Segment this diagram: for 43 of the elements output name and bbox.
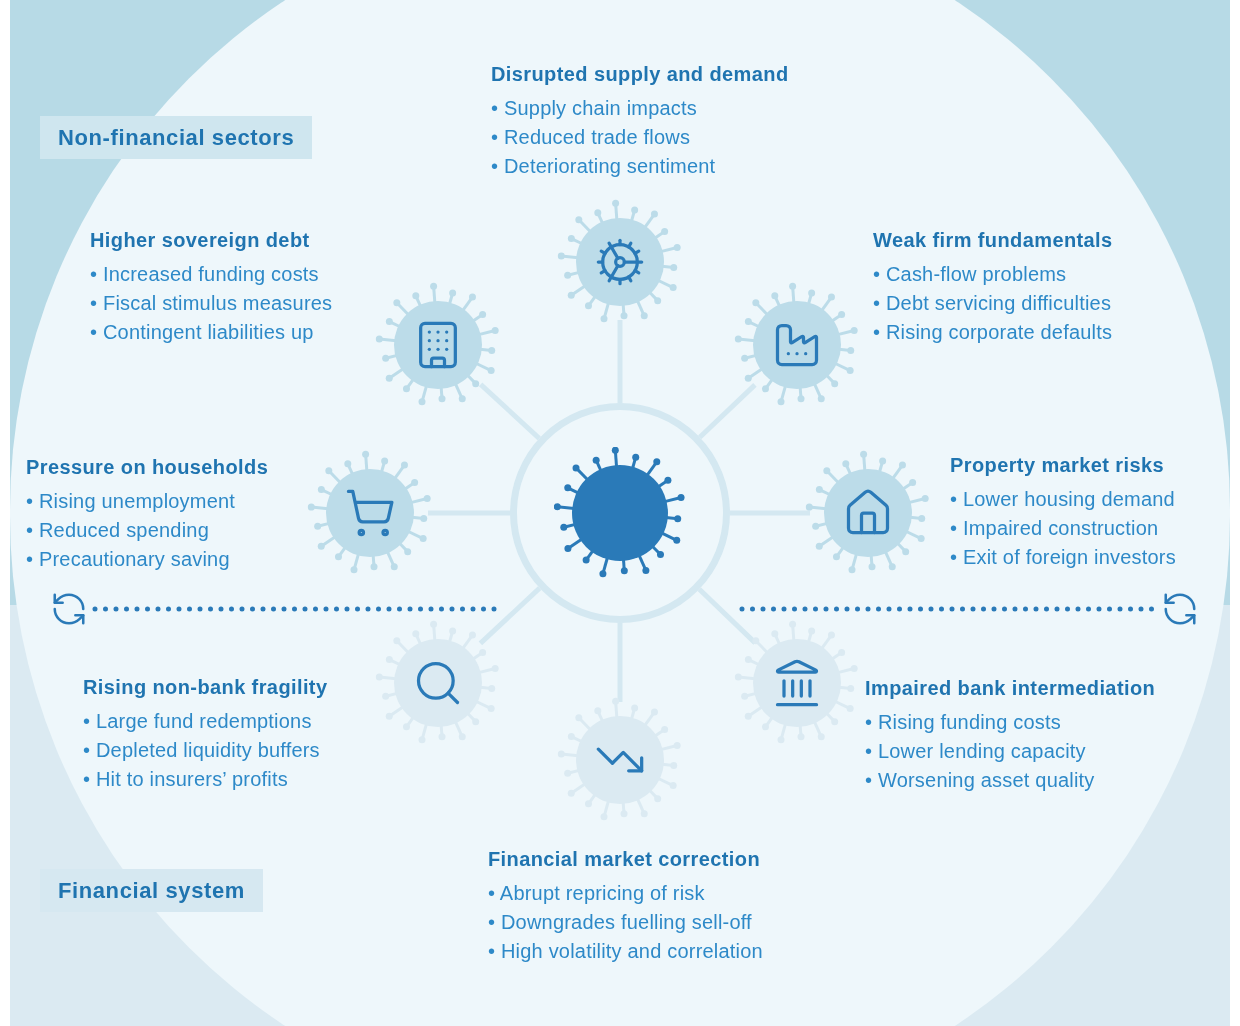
section-heading: Financial market correction <box>488 847 761 872</box>
bullet-item: • Worsening asset quality <box>865 768 1096 793</box>
bullet-item: • Cash-flow problems <box>873 262 1068 287</box>
spoke-line <box>698 383 757 440</box>
bullet-item: • Fiscal stimulus measures <box>90 291 333 316</box>
bullet-item: • Depleted liquidity buffers <box>83 738 321 763</box>
bullet-item: • Lower housing demand <box>950 487 1176 512</box>
spoke-line <box>428 510 510 516</box>
bullet-item: • Impaired construction <box>950 516 1160 541</box>
section-heading: Pressure on households <box>26 455 269 480</box>
spoke-line <box>730 510 810 516</box>
section-heading: Higher sovereign debt <box>90 228 311 253</box>
bullet-item: • Rising unemployment <box>26 489 237 514</box>
bullet-item: • Reduced trade flows <box>491 125 692 150</box>
bullet-item: • Increased funding costs <box>90 262 320 287</box>
bullet-item: • Exit of foreign investors <box>950 545 1176 570</box>
bullet-item: • Hit to insurers’ profits <box>83 767 289 792</box>
section-heading: Property market risks <box>950 453 1166 478</box>
bullet-item: • Supply chain impacts <box>491 96 698 121</box>
spoke-line <box>478 382 541 441</box>
section-heading: Disrupted supply and demand <box>491 62 789 87</box>
spoke-line <box>617 623 623 702</box>
bullet-item: • Large fund redemptions <box>83 709 313 734</box>
bullet-item: • Abrupt repricing of risk <box>488 881 706 906</box>
section-band-label: Non-financial sectors <box>40 116 313 159</box>
bullet-item: • Precautionary saving <box>26 547 231 572</box>
bullet-item: • Downgrades fuelling sell-off <box>488 910 753 935</box>
section-heading: Rising non-bank fragility <box>83 675 328 700</box>
bullet-item: • Rising corporate defaults <box>873 320 1113 345</box>
bullet-item: • Deteriorating sentiment <box>491 154 717 179</box>
bullet-item: • Contingent liabilities up <box>90 320 315 345</box>
section-heading: Impaired bank intermediation <box>865 676 1156 701</box>
section-band-label: Financial system <box>40 869 263 912</box>
bullet-item: • Reduced spending <box>26 518 210 543</box>
spoke-line <box>697 587 757 645</box>
ring <box>510 403 730 623</box>
section-heading: Weak firm fundamentals <box>873 228 1113 253</box>
bullet-item: • Lower lending capacity <box>865 739 1087 764</box>
spoke-line <box>617 320 623 403</box>
bullet-item: • Debt servicing difficulties <box>873 291 1113 316</box>
bullet-item: • High volatility and correlation <box>488 939 763 964</box>
spoke-line <box>478 586 542 646</box>
bullet-item: • Rising funding costs <box>865 710 1062 735</box>
